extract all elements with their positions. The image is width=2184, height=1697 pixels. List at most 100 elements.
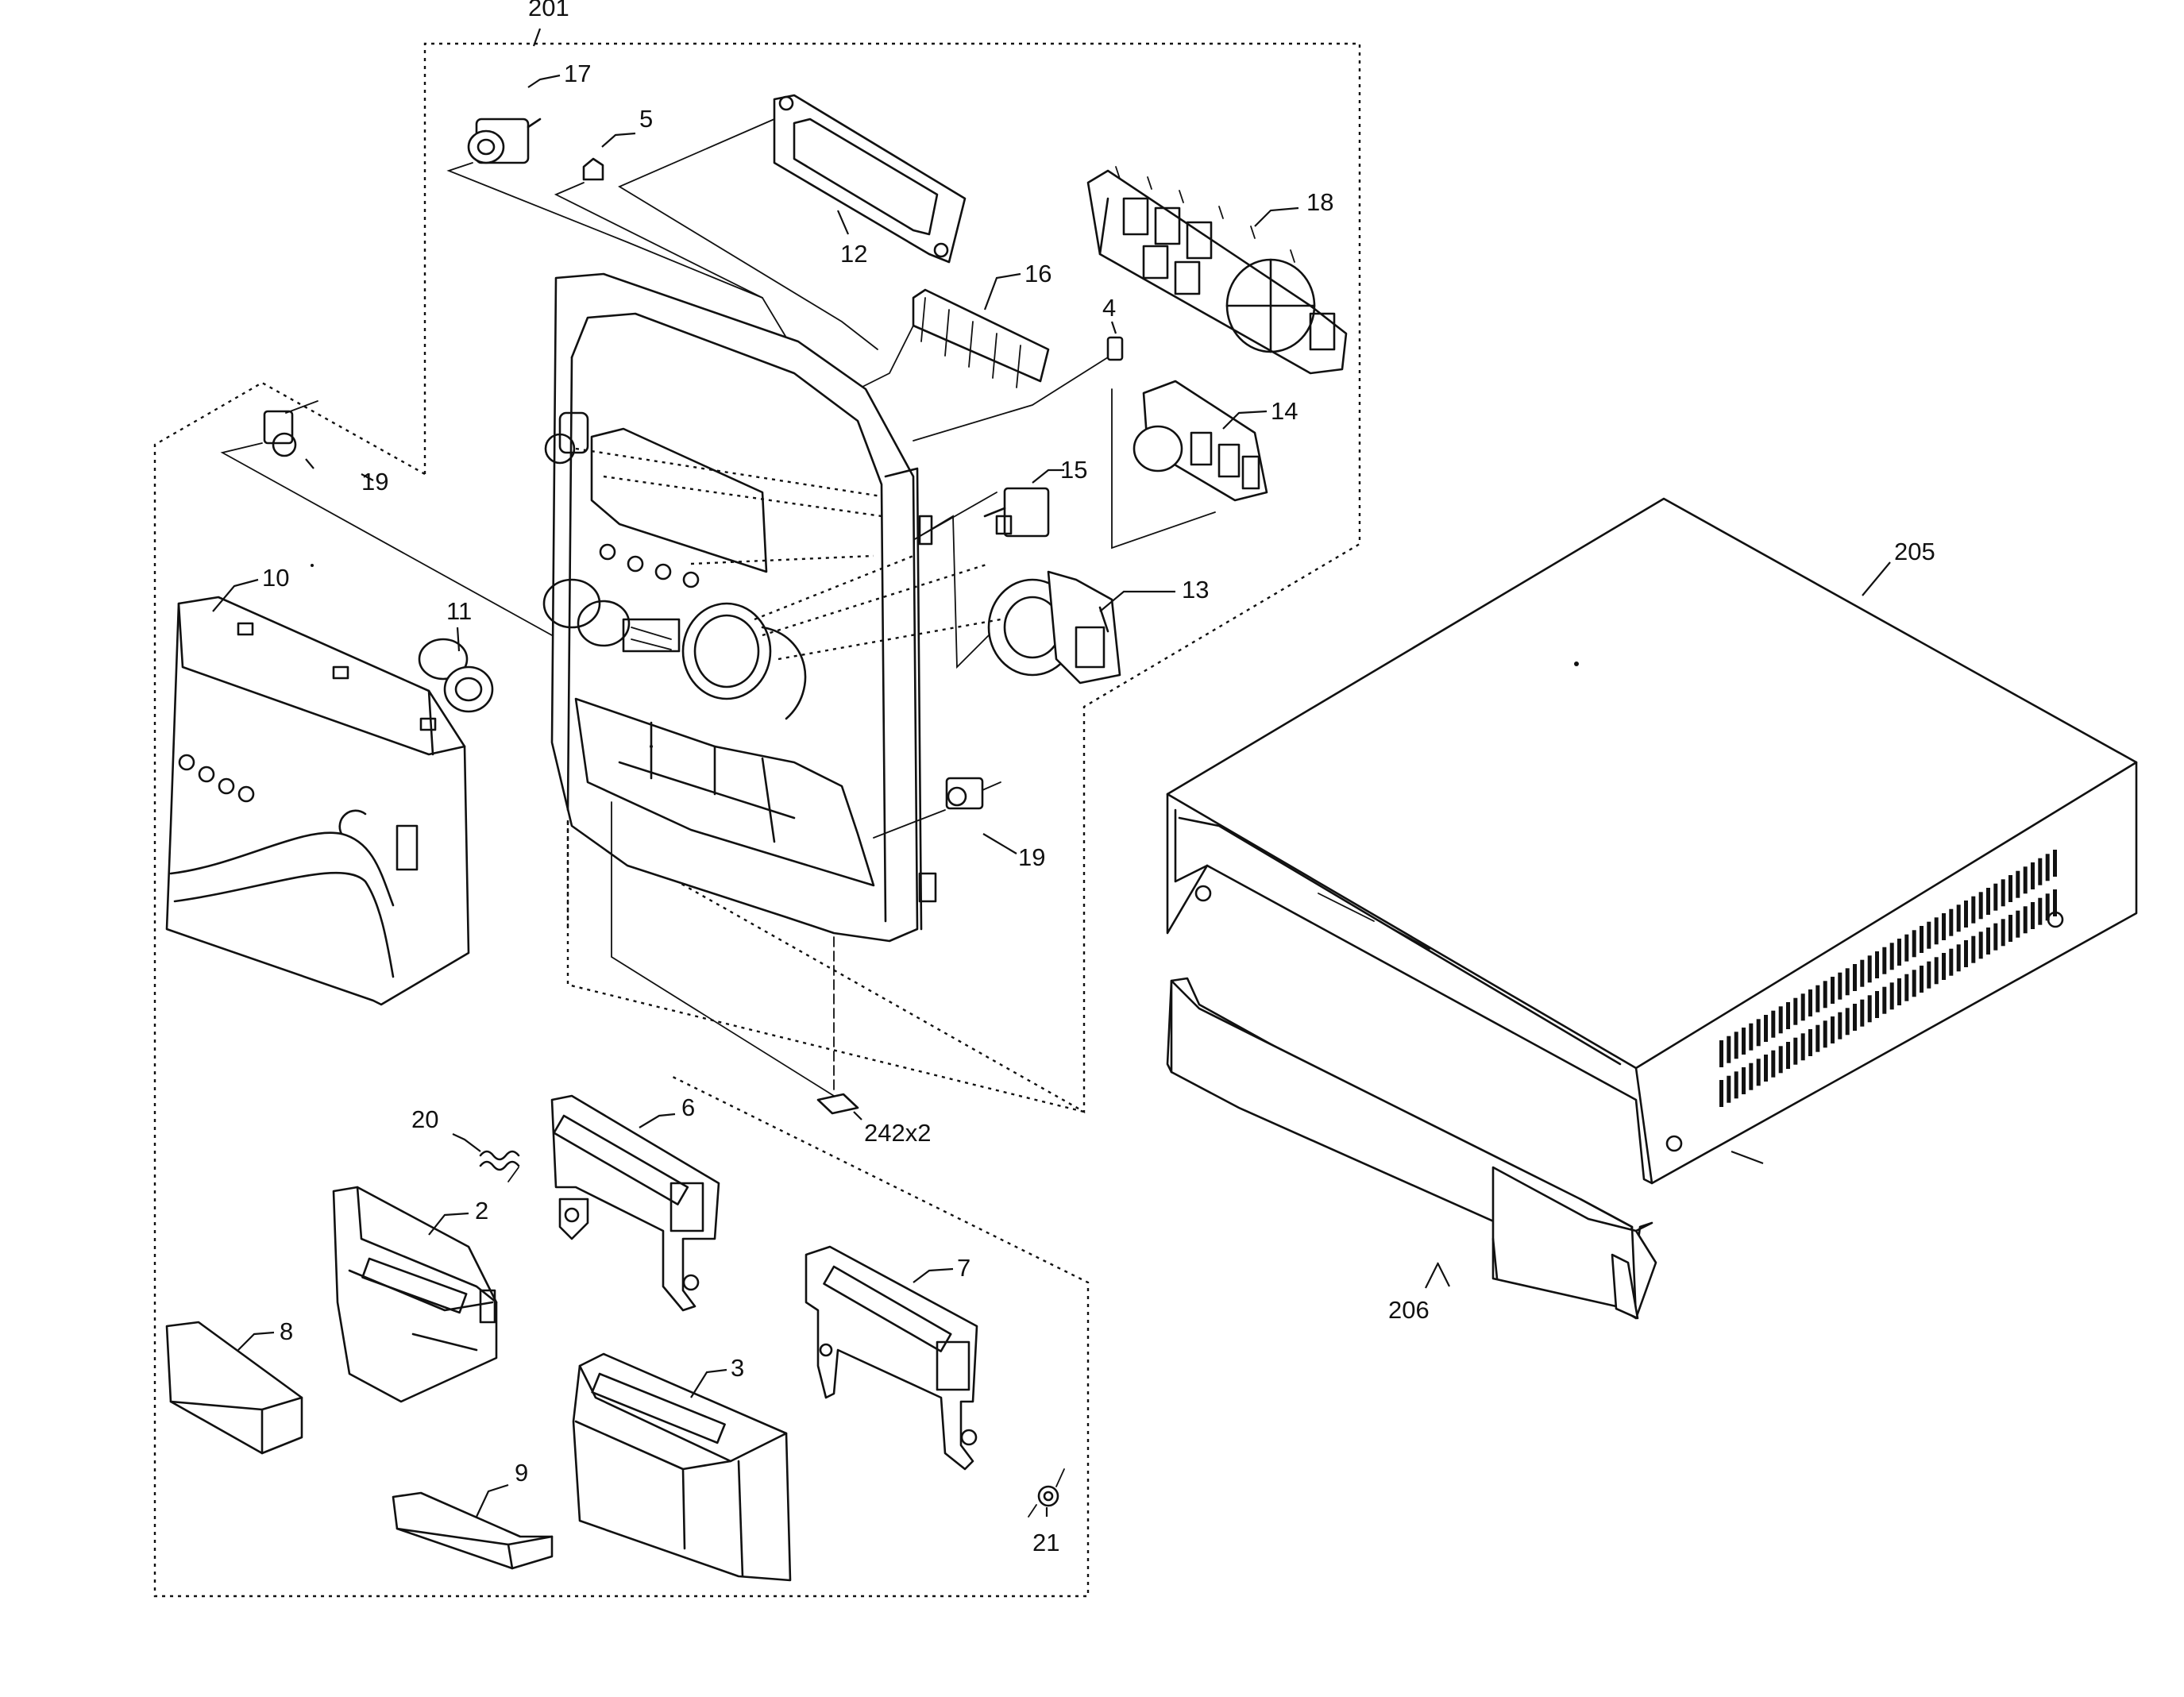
- part-18-switch-board: 18: [1086, 166, 1348, 375]
- vent-slot: [1986, 928, 1990, 955]
- label-7: 7: [957, 1254, 970, 1282]
- part-21-spring: 21: [1028, 1468, 1065, 1556]
- vent-slot: [1934, 957, 1939, 985]
- vent-slot: [1942, 913, 1946, 940]
- part-9-cap: 9: [392, 1459, 554, 1570]
- vent-slot: [1845, 1008, 1850, 1036]
- vent-slot: [1734, 1071, 1738, 1099]
- vent-slot: [1734, 1032, 1738, 1059]
- vent-slot: [2001, 919, 2005, 947]
- vent-slot: [2023, 906, 2028, 934]
- vent-slot: [2008, 915, 2012, 942]
- vent-slot: [1749, 1063, 1754, 1090]
- vent-slot: [1823, 981, 1827, 1009]
- label-201: 201: [528, 0, 569, 21]
- vent-slot: [2053, 889, 2057, 916]
- vent-slot: [2053, 850, 2057, 877]
- vent-slot: [1860, 959, 1865, 987]
- vent-slot: [1727, 1075, 1731, 1103]
- vent-slot: [2045, 854, 2050, 881]
- part-15-bracket: 15: [983, 456, 1087, 538]
- vent-slot: [1875, 951, 1879, 978]
- part-19-socket-lower: 19: [945, 777, 1045, 871]
- vent-slot: [2031, 862, 2035, 889]
- part-3-tray-right: 3: [572, 1352, 792, 1582]
- vent-slot: [1920, 966, 1924, 993]
- vent-slot: [1778, 1006, 1783, 1034]
- group-outline-front-assembly: [153, 381, 1090, 1598]
- vent-slot: [1978, 931, 1983, 959]
- label-4: 4: [1102, 294, 1116, 322]
- callout-201: 201: [528, 0, 569, 47]
- label-5: 5: [639, 105, 653, 133]
- vent-slot: [1742, 1067, 1746, 1094]
- vent-slot: [1904, 974, 1909, 1001]
- vent-slot: [1771, 1050, 1776, 1078]
- vent-slot: [1978, 892, 1983, 920]
- part-8-cap: 8: [165, 1317, 303, 1455]
- vent-slot: [1845, 968, 1850, 996]
- vent-slot: [1838, 1012, 1843, 1039]
- label-13: 13: [1182, 576, 1209, 604]
- vent-slot: [1815, 985, 1820, 1012]
- part-7-mechanism-bracket: 7: [805, 1245, 978, 1471]
- vent-slot: [1786, 1042, 1790, 1069]
- label-12: 12: [840, 240, 867, 268]
- label-206: 206: [1388, 1296, 1430, 1324]
- vent-slot: [1815, 1024, 1820, 1052]
- vent-slot: [1971, 935, 1976, 963]
- vent-slot: [1756, 1019, 1761, 1047]
- vent-slot: [2031, 902, 2035, 929]
- vent-slot: [1927, 961, 1931, 989]
- vent-slot: [1719, 1080, 1723, 1107]
- label-16: 16: [1024, 260, 1051, 287]
- part-5-clip: 5: [582, 105, 653, 181]
- vent-slot: [1764, 1015, 1768, 1042]
- part-242-screw: 242x2: [816, 936, 931, 1147]
- label-6: 6: [681, 1093, 695, 1121]
- vent-slot: [2016, 910, 2020, 938]
- part-17-knob: 17: [467, 60, 591, 164]
- vent-slot: [1927, 921, 1931, 949]
- part-11-ring: 11: [418, 597, 494, 713]
- vent-slot: [2038, 858, 2043, 885]
- vent-slot: [1882, 947, 1887, 974]
- vent-slot: [1749, 1023, 1754, 1051]
- part-19-socket-upper: 19: [263, 400, 388, 496]
- vent-slot: [1942, 953, 1946, 980]
- label-21: 21: [1032, 1529, 1059, 1556]
- vent-slot: [1756, 1059, 1761, 1086]
- vent-slot: [1920, 926, 1924, 953]
- label-15: 15: [1060, 456, 1087, 484]
- part-12-display-window: 12: [773, 94, 967, 268]
- vent-slot: [1993, 883, 1998, 911]
- part-14-switch-block: 14: [1133, 380, 1298, 502]
- label-17: 17: [564, 60, 591, 87]
- vent-slot: [1897, 978, 1901, 1005]
- vent-slot: [1800, 993, 1805, 1021]
- part-6-mechanism-bracket: 6: [550, 1093, 720, 1312]
- vent-slot: [2001, 879, 2005, 907]
- vent-slot: [1949, 908, 1954, 936]
- label-19-lower: 19: [1018, 843, 1045, 871]
- top-cover-vents: [1719, 850, 2057, 1107]
- label-11: 11: [446, 597, 472, 625]
- vent-slot: [1800, 1033, 1805, 1061]
- vent-slot: [1971, 896, 1976, 924]
- label-242x2: 242x2: [864, 1119, 931, 1147]
- vent-slot: [1853, 964, 1857, 991]
- vent-slot: [1867, 995, 1872, 1023]
- label-14: 14: [1271, 397, 1298, 425]
- vent-slot: [1904, 934, 1909, 962]
- part-206-trim-bar: 206: [1166, 977, 1657, 1324]
- part-4-pin: 4: [1102, 294, 1124, 361]
- vent-slot: [1778, 1046, 1783, 1074]
- part-2-tray-left: 2: [332, 1186, 498, 1403]
- vent-slot: [1771, 1010, 1776, 1038]
- vent-slot: [1912, 930, 1916, 958]
- label-2: 2: [475, 1197, 488, 1225]
- vent-slot: [1889, 982, 1894, 1010]
- vent-slot: [1882, 986, 1887, 1014]
- vent-slot: [2038, 897, 2043, 925]
